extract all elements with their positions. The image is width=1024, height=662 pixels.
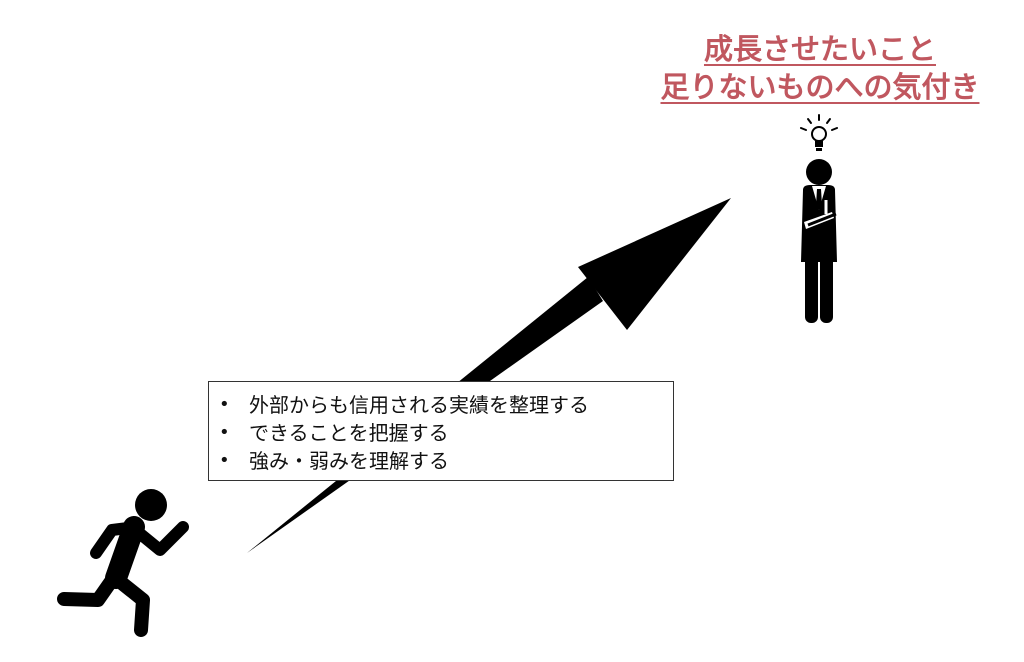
heading-line-1: 成長させたいこと — [703, 32, 936, 66]
heading-line-2: 足りないものへの気付き — [660, 70, 980, 104]
bullet-marker: • — [219, 450, 230, 471]
bullet-item: • 強み・弱みを理解する — [219, 447, 673, 475]
growth-heading: 成長させたいこと 足りないものへの気付き — [620, 30, 1020, 106]
bullet-item: • 外部からも信用される実績を整理する — [219, 391, 673, 419]
thinking-businessman-icon — [801, 159, 837, 323]
lightbulb-icon — [800, 114, 838, 151]
running-person-icon — [57, 489, 189, 637]
bullet-list: • 外部からも信用される実績を整理する • できることを把握する • 強み・弱み… — [219, 391, 673, 475]
bullet-text: できることを把握する — [249, 421, 449, 445]
bullet-marker: • — [219, 394, 230, 415]
growth-arrow-head — [578, 198, 731, 330]
businessman-head — [806, 159, 832, 185]
bullet-box: • 外部からも信用される実績を整理する • できることを把握する • 強み・弱み… — [208, 381, 674, 481]
runner-head — [135, 489, 167, 521]
bullet-text: 外部からも信用される実績を整理する — [249, 393, 589, 417]
bullet-marker: • — [219, 422, 230, 443]
bullet-item: • できることを把握する — [219, 419, 673, 447]
bullet-text: 強み・弱みを理解する — [249, 449, 449, 473]
growth-arrow-icon — [247, 198, 731, 553]
